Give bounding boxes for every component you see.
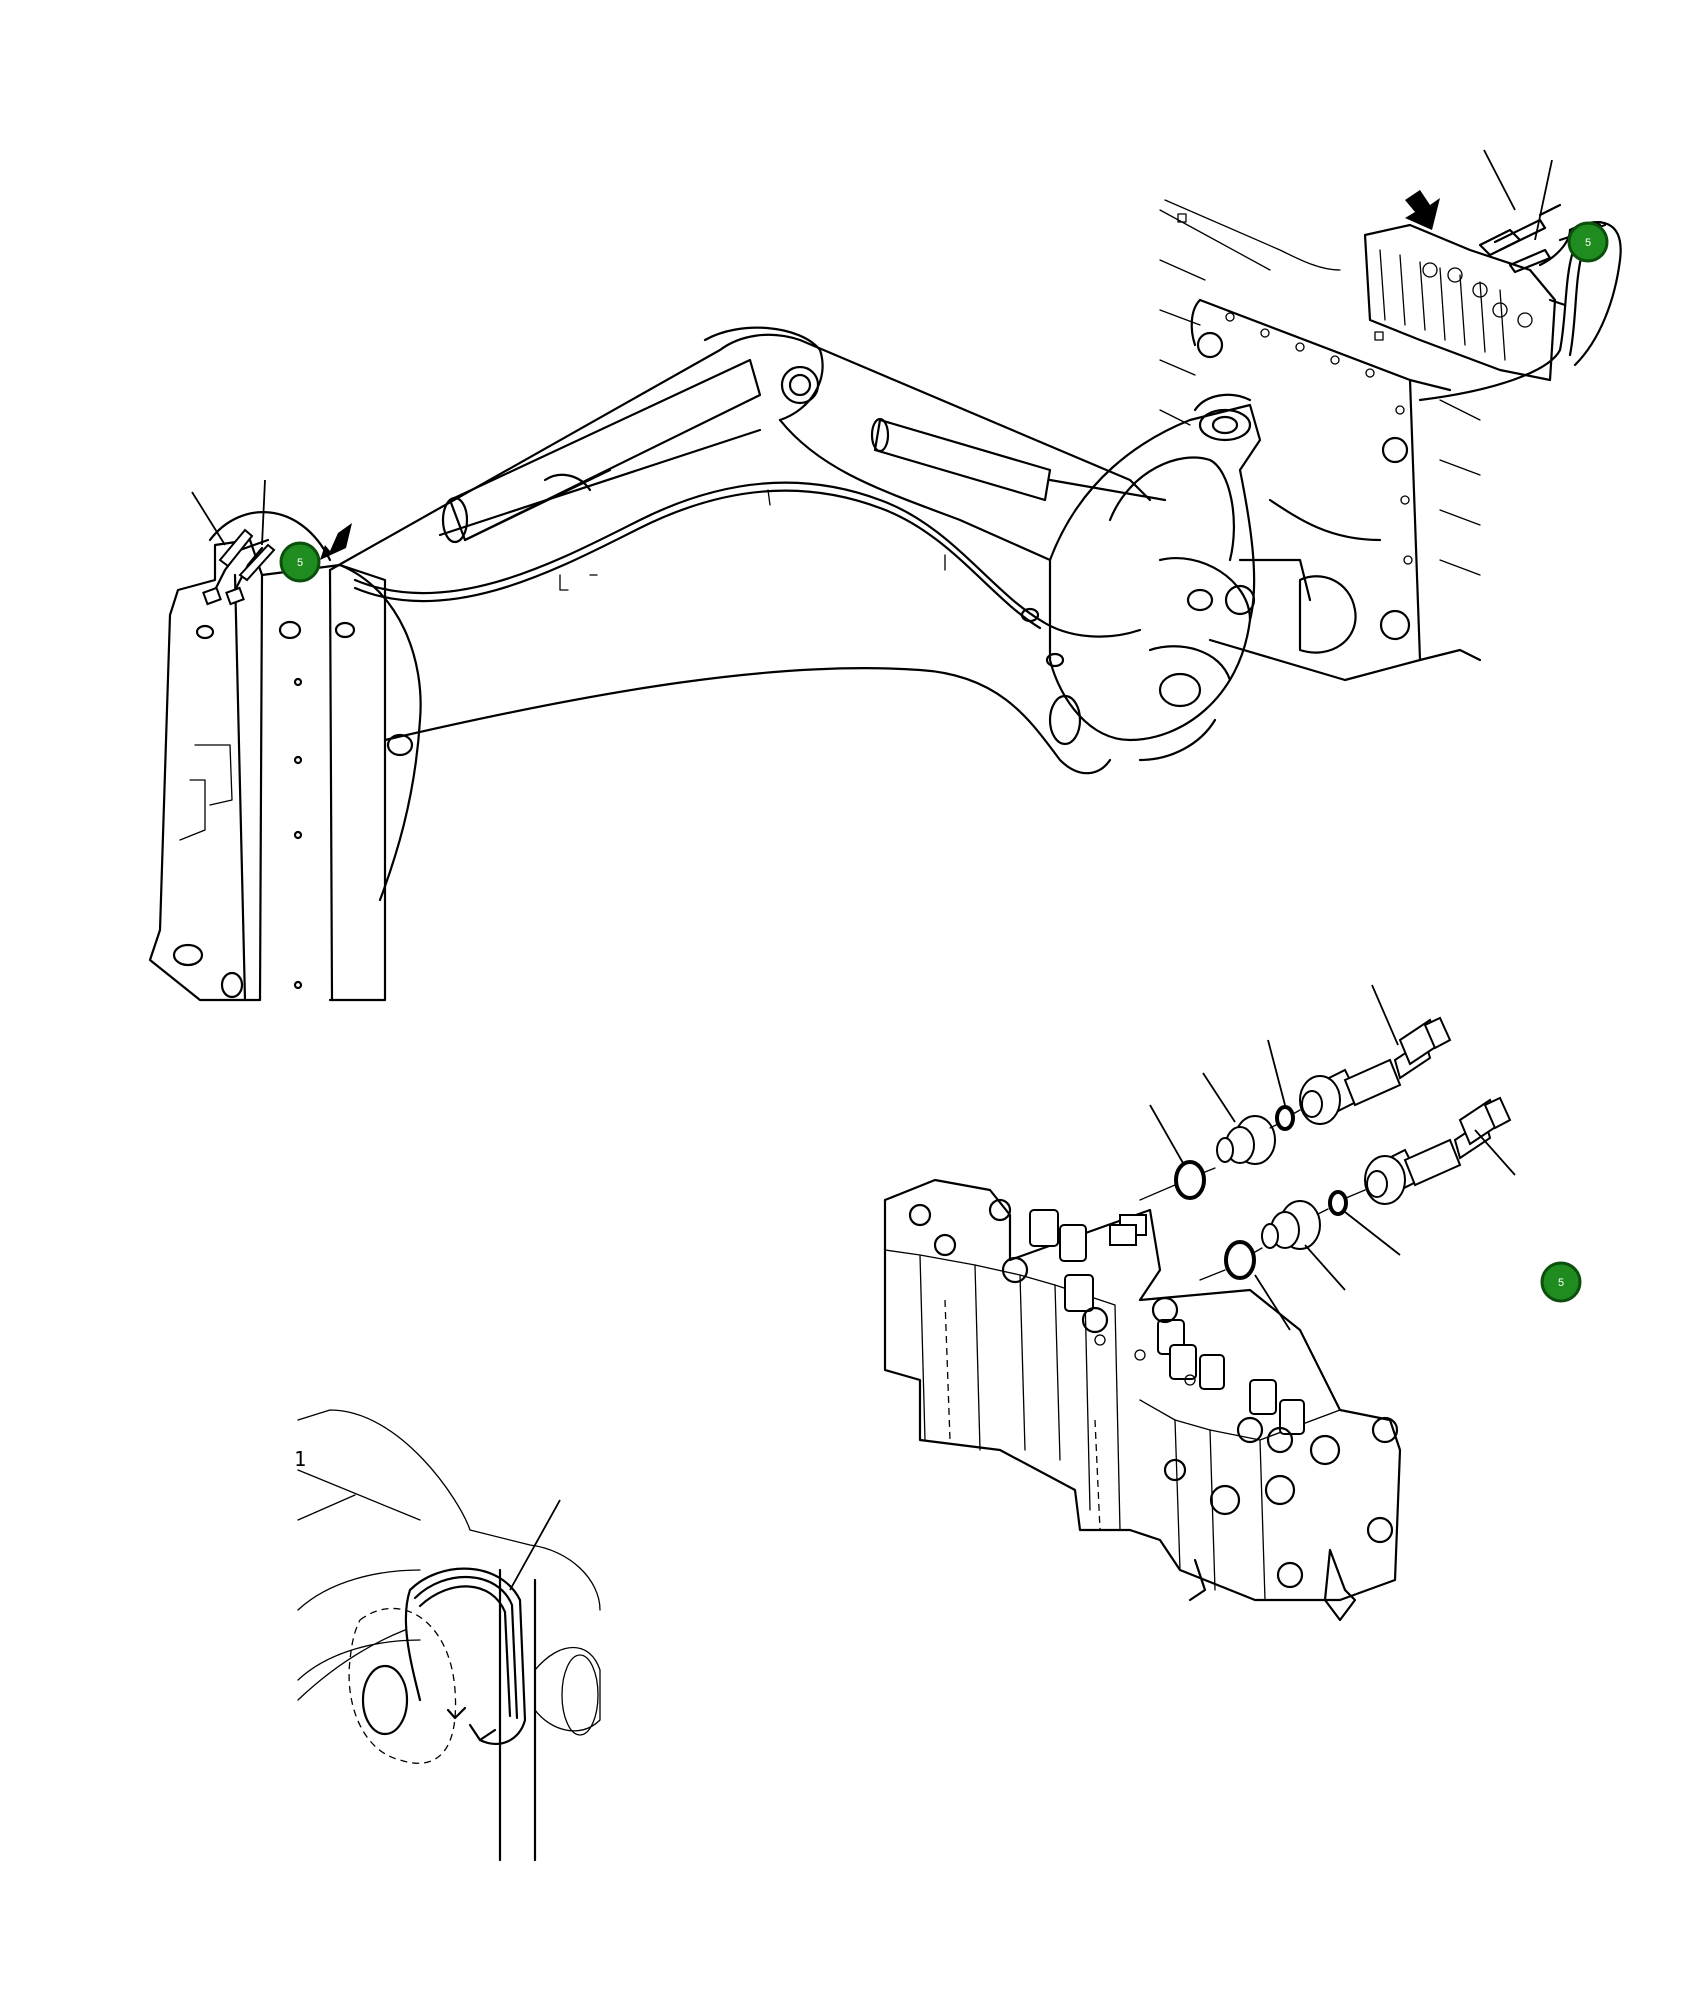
main-boom — [328, 326, 1167, 775]
detail-marker: 1 — [294, 1447, 306, 1471]
leader-line — [509, 1499, 561, 1591]
arrow-down-icon — [1405, 190, 1440, 230]
svg-text:5: 5 — [1558, 1277, 1564, 1289]
detail-view-seal: 1 — [294, 1409, 601, 1862]
leader-line — [1344, 1211, 1401, 1256]
exploded-valve-assembly — [883, 984, 1516, 1622]
leader-line — [1483, 149, 1516, 211]
dipper-arm — [148, 511, 422, 1002]
boom-assembly — [148, 149, 1622, 1002]
o-ring-large-2 — [1224, 1240, 1256, 1280]
svg-text:5: 5 — [297, 557, 303, 569]
swing-frame — [1020, 393, 1262, 762]
leader-line — [1534, 159, 1553, 241]
svg-text:5: 5 — [1585, 237, 1591, 249]
o-ring-small-1 — [1275, 1105, 1295, 1131]
adapter-1 — [1216, 1115, 1276, 1165]
leader-line — [1474, 1129, 1516, 1176]
spool-caps — [1029, 1209, 1305, 1435]
exploded-parts-row-1 — [1139, 1016, 1452, 1201]
upper-valve-block — [1363, 203, 1622, 402]
arrow-down-icon — [320, 523, 352, 560]
callout-badge: 5 — [1567, 221, 1609, 263]
adapter-2 — [1261, 1200, 1321, 1250]
leader-line — [1202, 1072, 1236, 1123]
leader-line — [1254, 1274, 1291, 1331]
mounting-plate — [1159, 199, 1482, 682]
exploded-parts-row-2 — [1199, 1096, 1512, 1281]
leader-line — [1304, 1244, 1346, 1291]
leader-line — [1267, 1039, 1286, 1106]
leader-line — [1149, 1104, 1184, 1164]
control-valve-body — [883, 1178, 1402, 1622]
callout-badge: 5 — [279, 541, 321, 583]
hose-2 — [1458, 1096, 1512, 1146]
leader-line — [1371, 984, 1399, 1046]
coupler-2 — [1364, 1118, 1492, 1205]
o-ring-large-1 — [1174, 1160, 1206, 1200]
leader-line — [261, 479, 266, 546]
hose-1 — [1398, 1016, 1452, 1066]
leader-line — [191, 491, 226, 546]
callout-badge: 5 — [1540, 1261, 1582, 1303]
o-ring-small-2 — [1328, 1190, 1348, 1216]
